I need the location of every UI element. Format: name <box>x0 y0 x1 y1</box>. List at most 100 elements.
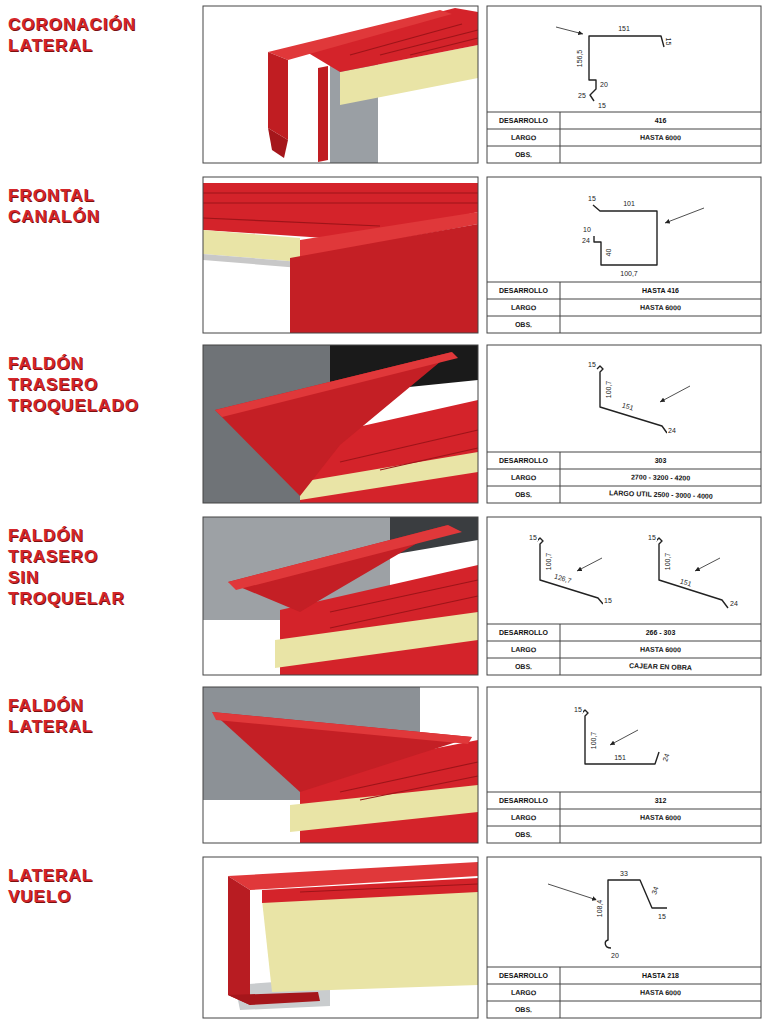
dimension-label: 20 <box>599 81 609 88</box>
dimension-label: 151 <box>678 577 693 588</box>
illustration-frame <box>203 857 478 1018</box>
profile-section <box>605 880 667 948</box>
table-cell: DESARROLLO <box>499 457 548 464</box>
flashing-illustration <box>228 525 462 590</box>
view-arrow <box>548 884 597 900</box>
profile-frame <box>487 687 761 843</box>
section-title: FALDÓN LATERAL <box>8 695 93 737</box>
dimension-label: 151 <box>617 25 631 32</box>
dimension-label: 15 <box>587 195 597 202</box>
dimension-label: 15 <box>597 102 607 109</box>
table-rule <box>560 792 561 843</box>
table-cell: DESARROLLO <box>499 287 548 294</box>
panel-rib <box>300 884 478 892</box>
table-cell: DESARROLLO <box>499 117 548 124</box>
table-rule <box>487 641 761 642</box>
table-rule <box>487 299 761 300</box>
table-rule <box>487 112 761 113</box>
illustration-frame <box>203 687 478 843</box>
table-cell: OBS. <box>515 1006 532 1014</box>
panel-rib <box>203 218 380 226</box>
table-rule <box>560 967 561 1018</box>
table-cell: OBS. <box>515 491 532 499</box>
table-cell: 2700 - 3200 - 4200 <box>631 473 690 481</box>
view-arrow <box>577 558 602 571</box>
table-cell: OBS. <box>515 151 532 159</box>
dimension-label: 156,5 <box>577 48 584 68</box>
panel-rib <box>330 580 478 612</box>
table-cell: LARGO <box>511 814 536 821</box>
panel-rib <box>410 38 478 55</box>
panel-rib <box>330 596 478 628</box>
profile-frame <box>487 345 761 503</box>
profiles <box>537 36 728 948</box>
profile-section <box>656 538 728 608</box>
table-cell: HASTA 416 <box>642 287 679 294</box>
table-rule <box>560 112 561 163</box>
table-cell: LARGO <box>511 646 536 653</box>
section-title: CORONACIÓN LATERAL <box>8 14 136 56</box>
flashing-illustration <box>228 876 250 1005</box>
table-cell: LARGO <box>511 989 536 996</box>
table-rule <box>487 282 761 283</box>
dimension-label: 15 <box>657 913 667 920</box>
table-cell: 303 <box>655 457 667 464</box>
dimension-label: 34 <box>650 884 660 896</box>
section-title: FRONTAL CANALÓN <box>8 185 100 227</box>
flashing-illustration <box>275 612 478 668</box>
table-cell: OBS. <box>515 663 532 671</box>
pointers <box>548 27 720 900</box>
row-artwork <box>203 177 761 333</box>
table-cell: HASTA 218 <box>642 972 679 979</box>
view-arrow <box>610 730 638 745</box>
dimension-label: 100,7 <box>619 270 639 277</box>
dimension-label: 15 <box>665 36 672 46</box>
table-cell: 266 - 303 <box>646 629 676 636</box>
panel-rib <box>380 448 478 470</box>
view-arrow <box>556 27 583 34</box>
panel-rib <box>340 430 478 462</box>
table-rule <box>487 129 761 130</box>
illustration-frame <box>203 6 478 163</box>
dimension-label: 100,7 <box>546 551 553 571</box>
profile-frame <box>487 6 761 163</box>
profile-section <box>537 538 603 604</box>
flashing-illustration <box>262 890 478 992</box>
table-cell: 416 <box>655 117 667 124</box>
table-rule <box>487 1001 761 1002</box>
table-cell: DESARROLLO <box>499 797 548 804</box>
panel-rib <box>340 762 478 792</box>
table-cell: OBS. <box>515 831 532 839</box>
table-cell: HASTA 6000 <box>640 304 681 312</box>
dimension-label: 24 <box>729 600 739 607</box>
table-rule <box>487 809 761 810</box>
dimension-label: 126,7 <box>553 572 574 584</box>
table-rule <box>487 624 761 625</box>
table-cell: HASTA 6000 <box>640 989 681 997</box>
section-title: LATERAL VUELO <box>8 865 93 907</box>
illustration-frame <box>203 345 478 503</box>
dimension-label: 151 <box>620 401 635 412</box>
flashing-illustration <box>290 785 478 832</box>
flashing-illustration <box>212 712 472 792</box>
dimension-label: 33 <box>619 870 629 877</box>
table-rule <box>487 826 761 827</box>
row-artwork <box>203 345 761 503</box>
flashing-illustration <box>215 352 452 496</box>
flashing-illustration <box>268 52 288 140</box>
dimension-label: 100,7 <box>591 730 598 750</box>
section-title: FALDÓN TRASERO SIN TROQUELAR <box>8 525 125 609</box>
dimension-label: 15 <box>573 706 583 713</box>
row-artwork <box>203 687 761 843</box>
flashing-illustration <box>212 712 472 744</box>
table-cell: DESARROLLO <box>499 972 548 979</box>
dimension-label: 24 <box>581 237 591 244</box>
table-rule <box>487 452 761 453</box>
profile-frame <box>487 517 761 675</box>
table-rule <box>487 658 761 659</box>
panel-rib <box>350 24 462 55</box>
table-cell: CAJEAR EN OBRA <box>629 662 692 671</box>
